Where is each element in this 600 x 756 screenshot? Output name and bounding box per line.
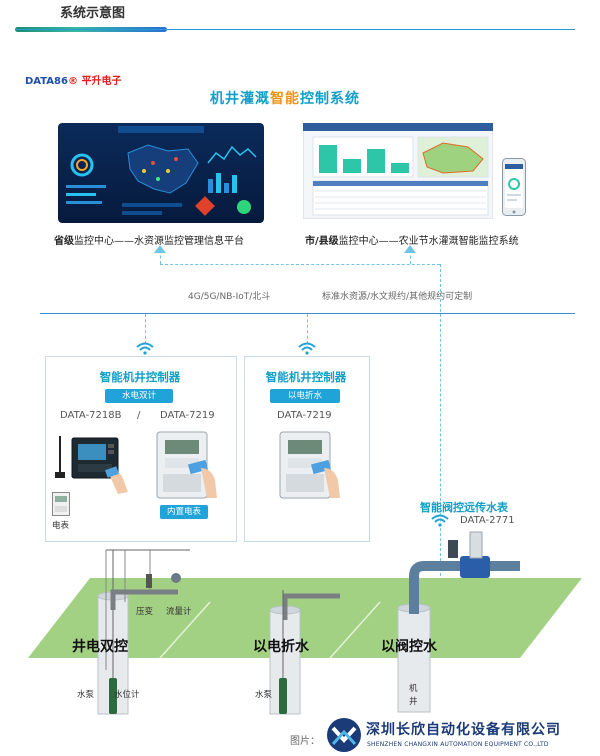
controller-7219-device-left xyxy=(156,431,217,499)
controller-left-model-a: DATA-7218B xyxy=(60,410,122,421)
logo-en: DATA86 xyxy=(25,76,68,87)
pump-mid-label: 水泵 xyxy=(255,690,273,700)
mobile-app-phone xyxy=(502,158,526,216)
controller-7219-device-mid xyxy=(279,431,340,499)
provincial-caption: 省级监控中心——水资源监控管理信息平台 xyxy=(54,232,244,247)
company-logo-icon xyxy=(327,718,361,752)
network-bus-line xyxy=(40,313,575,314)
provincial-dashboard-screen xyxy=(58,123,264,223)
connector-right-down xyxy=(410,250,411,264)
controller-mid-title: 智能机井控制器 xyxy=(265,370,347,384)
dashboard-graphic xyxy=(58,123,264,223)
main-title: 机井灌溉智能控制系统 xyxy=(210,88,360,108)
level-meter-label: 水位计 xyxy=(114,690,140,700)
county-caption: 市/县级监控中心——农业节水灌溉智能监控系统 xyxy=(305,232,519,247)
wifi-icon-valve xyxy=(431,514,449,527)
well-right-label: 机 井 xyxy=(409,684,418,707)
connector-valve-down xyxy=(440,264,441,586)
county-system-screen xyxy=(302,122,494,220)
wifi-icon-mid xyxy=(298,342,316,355)
connector-left-down xyxy=(160,250,161,264)
main-title-highlight: 智能 xyxy=(270,91,300,107)
connector-ctrl-left xyxy=(145,314,146,344)
logo-cn: 平升电子 xyxy=(81,76,122,87)
provincial-caption-rest: 监控中心——水资源监控管理信息平台 xyxy=(74,236,244,247)
county-caption-bold: 市/县级 xyxy=(305,236,339,247)
main-title-part1: 机井灌溉 xyxy=(210,91,270,107)
connector-horizontal xyxy=(160,264,440,265)
field-label-left: 井电双控 xyxy=(72,639,128,655)
wifi-icon-left xyxy=(136,342,154,355)
builtin-meter-tag: 内置电表 xyxy=(160,505,208,519)
phone-graphic xyxy=(502,158,526,216)
valve-model: DATA-2771 xyxy=(460,515,515,526)
field-label-right: 以阀控水 xyxy=(381,639,437,655)
controller-left-title: 智能机井控制器 xyxy=(99,370,181,384)
provincial-caption-bold: 省级 xyxy=(54,236,74,247)
pump-left-label: 水泵 xyxy=(77,690,95,700)
section-title: 系统示意图 xyxy=(60,6,126,21)
arrow-up-left-icon xyxy=(154,245,166,253)
controller-7218b-device xyxy=(55,436,128,494)
system-graphic xyxy=(302,122,494,220)
brand-logo: DATA86® 平升电子 xyxy=(25,76,122,87)
flowmeter-label: 流量计 xyxy=(166,607,192,617)
comm-label: 4G/5G/NB-IoT/北斗 xyxy=(188,292,271,302)
company-name-en: SHENZHEN CHANGXIN AUTOMATION EQUIPMENT C… xyxy=(367,741,549,748)
arrow-up-right-icon xyxy=(404,245,416,253)
controller-mid-model: DATA-7219 xyxy=(277,410,332,421)
watermark-prefix: 图片： xyxy=(290,736,320,747)
meter-label: 电表 xyxy=(52,521,70,531)
controller-mid-tag: 以电折水 xyxy=(270,389,340,403)
controller-left-tag: 水电双计 xyxy=(105,389,173,403)
title-underline xyxy=(15,29,575,30)
protocol-label: 标准水资源/水文规约/其他规约可定制 xyxy=(322,292,473,302)
controller-left-separator: / xyxy=(137,410,141,421)
field-label-mid: 以电折水 xyxy=(253,639,309,655)
connector-ctrl-mid xyxy=(307,314,308,344)
controller-left-model-b: DATA-7219 xyxy=(160,410,215,421)
electric-meter-small xyxy=(52,492,70,516)
field-ground-diagram xyxy=(28,531,582,715)
valve-title: 智能阀控远传水表 xyxy=(420,501,508,514)
county-caption-rest: 监控中心——农业节水灌溉智能监控系统 xyxy=(338,236,519,247)
main-title-part3: 控制系统 xyxy=(300,91,360,107)
company-name-cn: 深圳长欣自动化设备有限公司 xyxy=(366,722,561,738)
pressure-label: 压变 xyxy=(136,607,154,617)
